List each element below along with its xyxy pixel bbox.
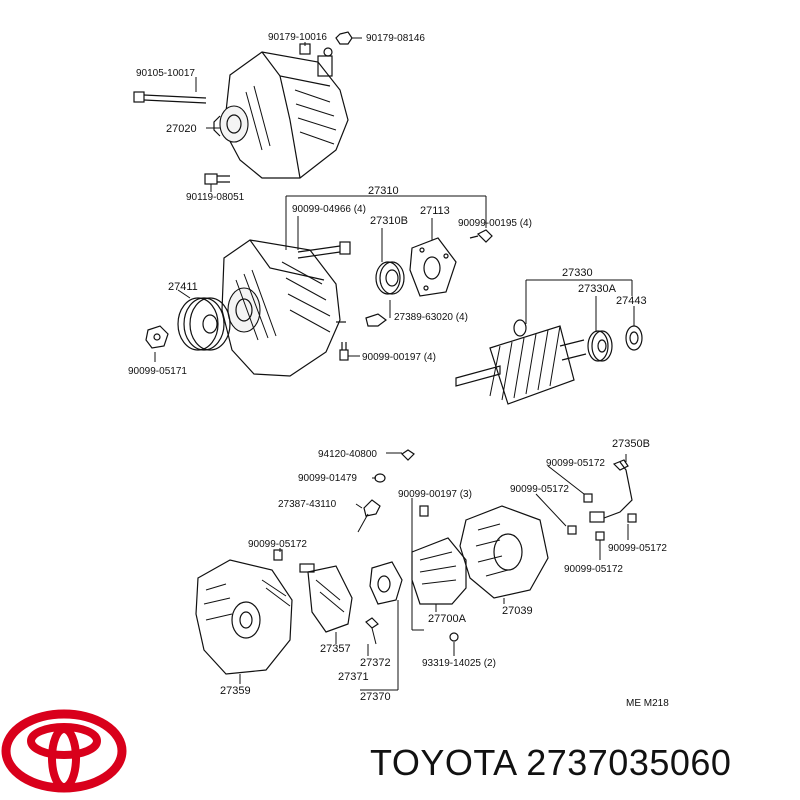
- nut-90099-05172-e: [595, 531, 605, 541]
- alternator-assembly-27020: [213, 47, 349, 179]
- nut-90099-05172-c: [273, 549, 283, 561]
- label-90099-05171: 90099-05171: [128, 366, 187, 377]
- nut-94120-40800: [401, 449, 415, 461]
- label-27020: 27020: [166, 123, 197, 135]
- brand-part-number: 2737035060: [526, 742, 732, 783]
- terminal-27387-43110: [357, 499, 381, 533]
- nut-90099-05172-d: [627, 513, 637, 523]
- label-90179-08146: 90179-08146: [366, 33, 425, 44]
- rear-cover-27039: [459, 505, 549, 599]
- nut-90099-05172-b: [567, 525, 577, 535]
- screw-93319-14025: [449, 632, 459, 642]
- label-90099-05172-a: 90099-05172: [546, 458, 605, 469]
- label-27357: 27357: [320, 643, 351, 655]
- regulator-27371: [369, 561, 403, 605]
- label-27039: 27039: [502, 605, 533, 617]
- label-me-code: ME M218: [626, 698, 669, 709]
- bearing-27330A: [587, 330, 613, 362]
- label-27370: 27370: [360, 691, 391, 703]
- label-90099-05172-e: 90099-05172: [564, 564, 623, 575]
- label-27372: 27372: [360, 657, 391, 669]
- label-90099-01479: 90099-01479: [298, 473, 357, 484]
- nut-90099-05171: [145, 325, 169, 349]
- label-27443: 27443: [616, 295, 647, 307]
- label-94120-40800: 94120-40800: [318, 449, 377, 460]
- label-27359: 27359: [220, 685, 251, 697]
- toyota-logo: [1, 709, 127, 793]
- screw-90099-00197-b: [419, 505, 429, 517]
- alternator-assembly-27310: [221, 239, 341, 377]
- pulley-27411: [177, 297, 231, 351]
- housing-27359: [195, 559, 293, 675]
- label-27330A: 27330A: [578, 283, 617, 295]
- label-90099-00197-b: 90099-00197 (3): [398, 489, 472, 500]
- bolt-90105-10017: [133, 91, 207, 104]
- label-93319-14025: 93319-14025 (2): [422, 658, 496, 669]
- plate-27113: [409, 237, 457, 297]
- label-27387-43110: 27387-43110: [278, 499, 337, 510]
- label-90099-05172-d: 90099-05172: [608, 543, 667, 554]
- label-90099-00195: 90099-00195 (4): [458, 218, 532, 229]
- rectifier-27700A: [411, 537, 467, 605]
- label-90179-10016: 90179-10016: [268, 32, 327, 43]
- rotor-27330: [455, 319, 587, 405]
- label-27411: 27411: [168, 281, 198, 293]
- label-27330: 27330: [562, 267, 593, 279]
- terminal-27389-63020: [336, 313, 387, 327]
- brand-caption: TOYOTA 2737035060: [370, 742, 731, 784]
- brand-name: TOYOTA: [370, 742, 516, 783]
- screw-90099-00195: [469, 229, 493, 243]
- label-27389-63020: 27389-63020 (4): [394, 312, 468, 323]
- bearing-27310B: [375, 261, 405, 295]
- label-27310B: 27310B: [370, 215, 408, 227]
- label-27310: 27310: [368, 185, 399, 197]
- screw-90099-00197-a: [339, 342, 349, 361]
- label-90119-08051: 90119-08051: [186, 192, 245, 203]
- label-90099-05172-b: 90099-05172: [510, 484, 569, 495]
- label-90099-05172-c: 90099-05172: [248, 539, 307, 550]
- label-90099-00197-a: 90099-00197 (4): [362, 352, 436, 363]
- label-90099-04966: 90099-04966 (4): [292, 204, 366, 215]
- washer-90099-01479: [374, 473, 386, 483]
- label-27371: 27371: [338, 671, 369, 683]
- nut-90099-05172-a: [583, 493, 593, 503]
- label-27700A: 27700A: [428, 613, 467, 625]
- bolt-90119-08051: [204, 173, 230, 185]
- brush-spring-27372: [365, 617, 379, 645]
- brush-holder-27357: [299, 563, 353, 633]
- nut-90179-08146: [335, 31, 353, 45]
- stud-bolt-90099-04966: [297, 241, 351, 259]
- label-27113: 27113: [420, 205, 450, 217]
- cover-27443: [625, 325, 643, 351]
- label-90105-10017: 90105-10017: [136, 68, 195, 79]
- label-27350B: 27350B: [612, 438, 650, 450]
- wire-27350B: [589, 459, 633, 523]
